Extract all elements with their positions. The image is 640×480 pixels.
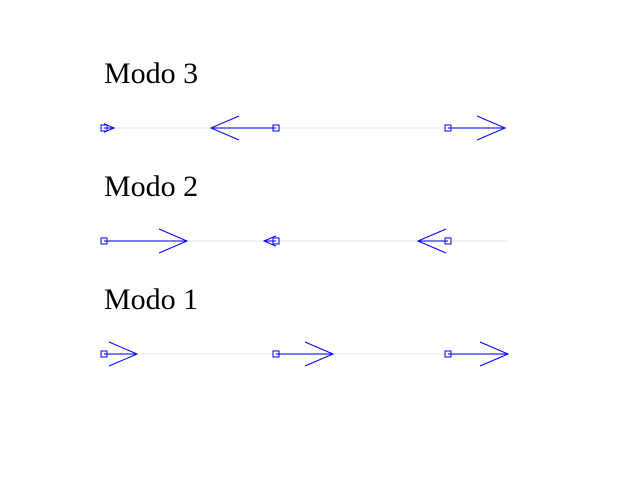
mass-node [272, 237, 280, 245]
arrow-head [262, 235, 277, 247]
arrow-head [108, 341, 139, 367]
arrow-head [304, 341, 335, 367]
arrow-head [158, 228, 189, 254]
mass-node [444, 124, 452, 132]
arrow-head [476, 115, 507, 141]
displacement-arrow [416, 228, 452, 254]
mode-group: Modo 3 [100, 57, 508, 141]
mass-node [272, 350, 280, 358]
displacement-arrow [444, 341, 510, 367]
mode-title: Modo 3 [104, 57, 198, 90]
mass-node [444, 237, 452, 245]
displacement-arrow [209, 115, 280, 141]
displacement-arrow [262, 235, 280, 247]
arrow-head [416, 228, 447, 254]
mode-title: Modo 2 [104, 170, 198, 203]
mass-node [100, 350, 108, 358]
mode-group: Modo 1 [100, 283, 510, 367]
arrow-head [479, 341, 510, 367]
mass-node [100, 237, 108, 245]
displacement-arrow [100, 123, 116, 133]
arrow-head [209, 115, 240, 141]
displacement-arrow [100, 228, 189, 254]
mass-node [100, 124, 108, 132]
displacement-arrow [444, 115, 507, 141]
displacement-arrow [272, 341, 335, 367]
displacement-arrow [100, 341, 139, 367]
mass-node [272, 124, 280, 132]
mode-group: Modo 2 [100, 170, 508, 254]
mode-title: Modo 1 [104, 283, 198, 316]
mass-node [444, 350, 452, 358]
